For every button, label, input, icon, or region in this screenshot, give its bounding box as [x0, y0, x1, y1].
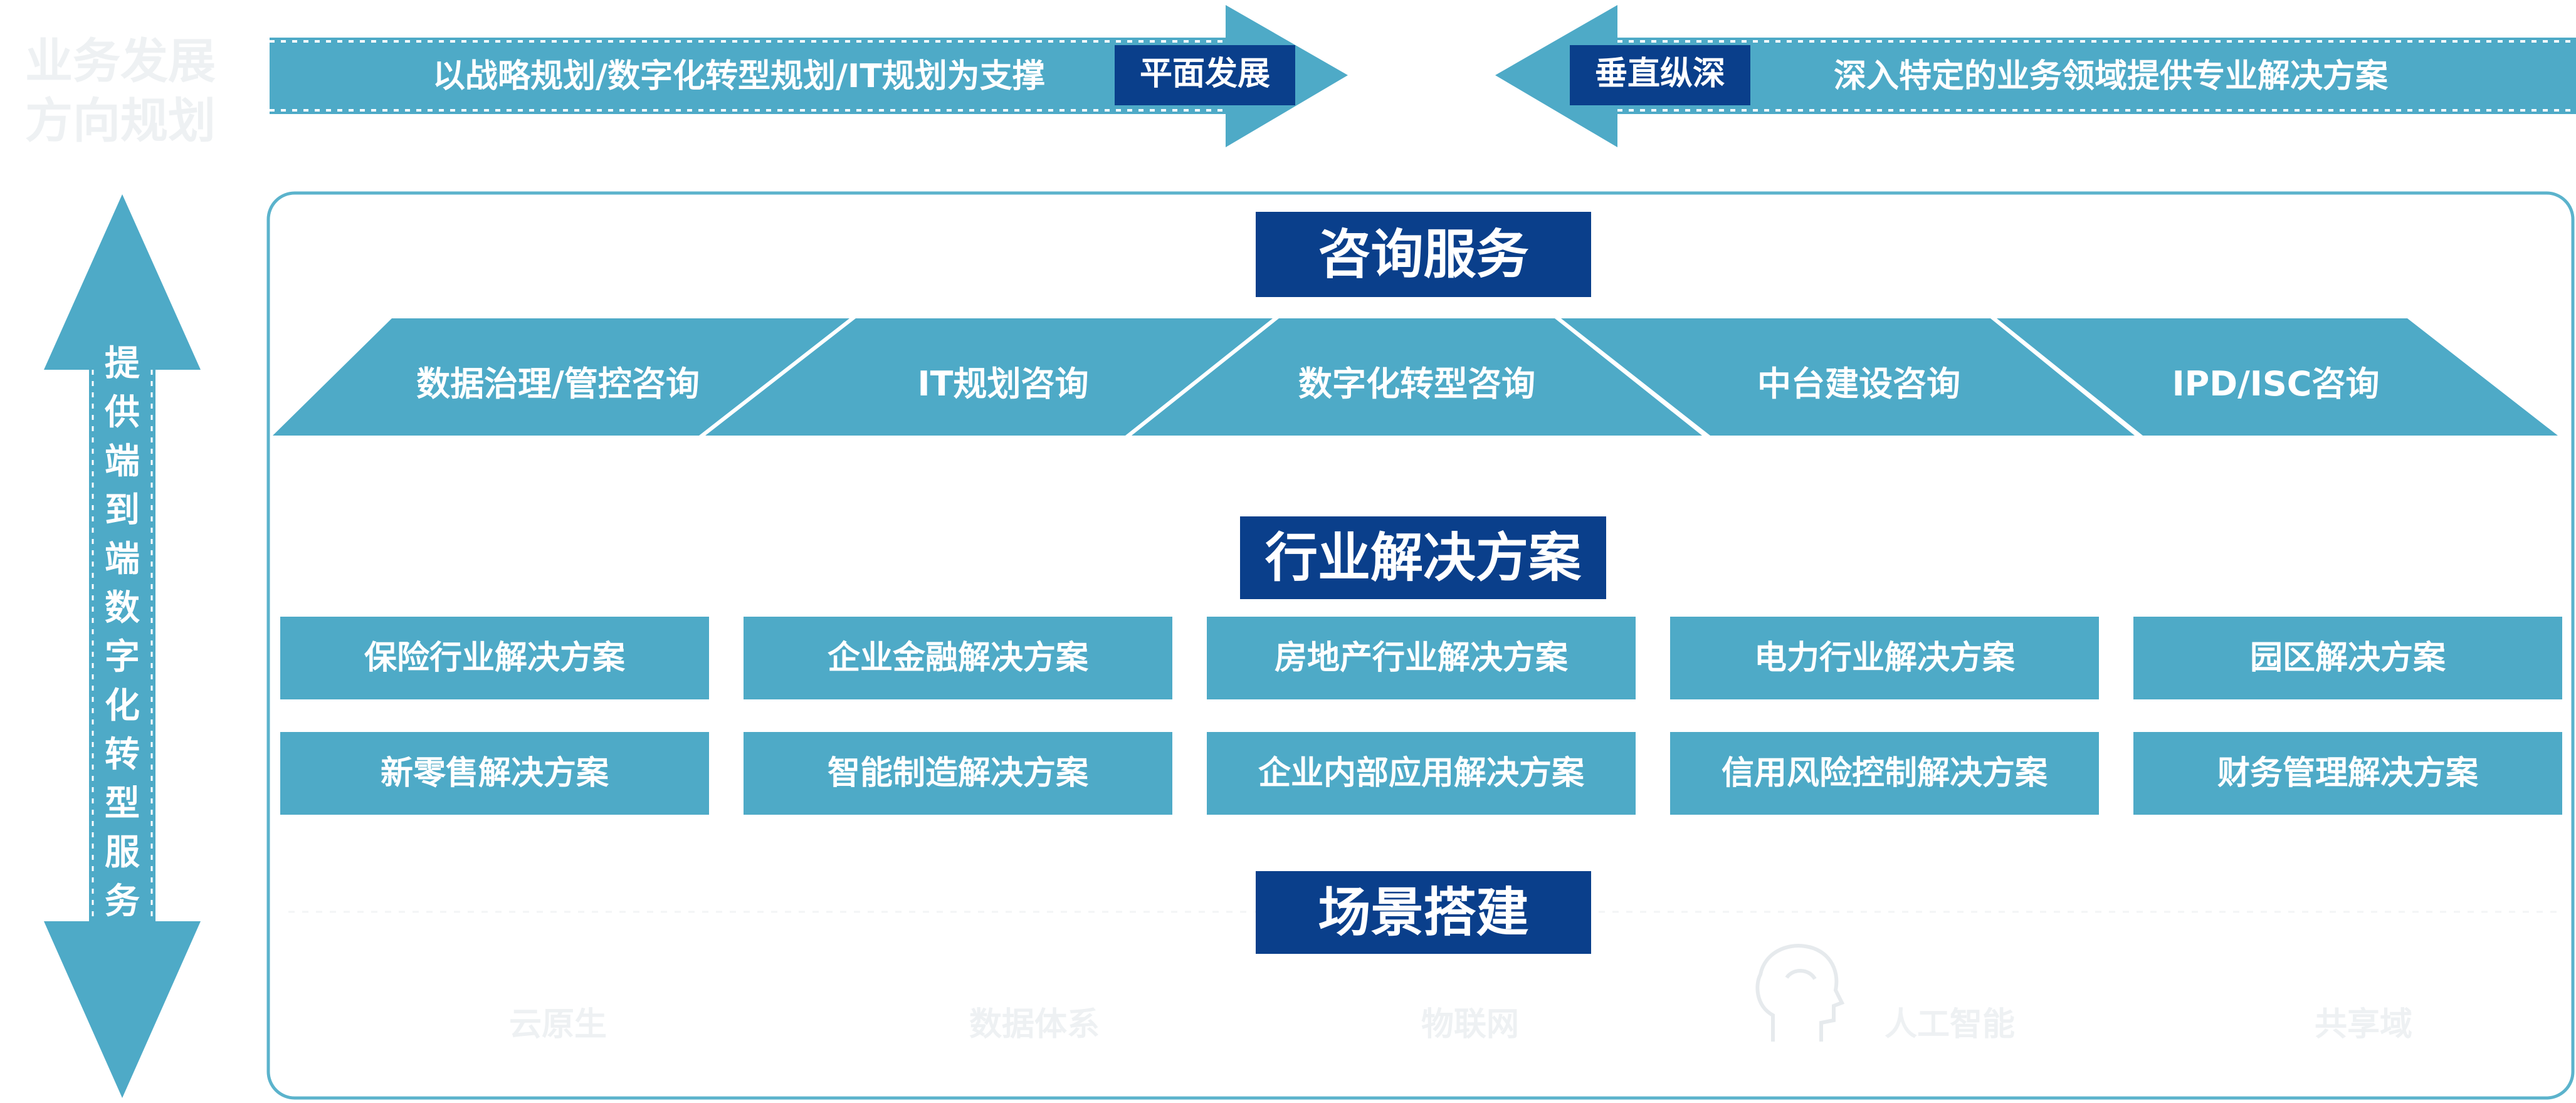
scenario-cloud-native: 云原生	[508, 1006, 607, 1043]
consulting-item-ipd-isc: IPD/ISC咨询	[2172, 364, 2380, 404]
solution-internal-apps: 企业内部应用解决方案	[1207, 732, 1636, 815]
consulting-item-middle-platform: 中台建设咨询	[1757, 364, 1960, 404]
solution-insurance: 保险行业解决方案	[280, 617, 709, 699]
vertical-depth-tag: 垂直纵深	[1570, 45, 1750, 105]
direction-title: 业务发展 方向规划	[25, 31, 226, 150]
main-container	[266, 191, 2575, 1100]
consulting-section-title: 咨询服务	[1256, 212, 1591, 297]
head-outline-icon	[1755, 944, 1845, 1042]
consulting-band-5	[1997, 318, 2558, 436]
solution-smart-manufacturing: 智能制造解决方案	[744, 732, 1172, 815]
solution-enterprise-finance: 企业金融解决方案	[744, 617, 1172, 699]
consulting-band-2	[705, 318, 1273, 436]
solution-real-estate: 房地产行业解决方案	[1207, 617, 1636, 699]
solution-new-retail: 新零售解决方案	[280, 732, 709, 815]
consulting-item-it-planning: IT规划咨询	[917, 364, 1089, 404]
solution-financial-management: 财务管理解决方案	[2133, 732, 2562, 815]
scenario-iot: 物联网	[1421, 1006, 1519, 1043]
consulting-band-4	[1561, 318, 2135, 436]
horizontal-development-tag: 平面发展	[1115, 45, 1295, 105]
end-to-end-double-arrow	[44, 194, 201, 1098]
solution-park: 园区解决方案	[2133, 617, 2562, 699]
vertical-arrow-text: 深入特定的业务领域提供专业解决方案	[1834, 58, 2389, 95]
direction-title-line2: 方向规划	[25, 93, 216, 149]
horizontal-arrow-text: 以战略规划/数字化转型规划/IT规划为支撑	[433, 58, 1045, 95]
solution-power: 电力行业解决方案	[1670, 617, 2099, 699]
end-to-end-text: 提 供 端 到 端 数 字 化 转 型 服 务	[105, 343, 140, 922]
scenarios-section-title: 场景搭建	[1256, 871, 1591, 954]
horizontal-development-arrow	[270, 5, 1348, 147]
consulting-item-digital-transformation: 数字化转型咨询	[1298, 364, 1535, 404]
solution-credit-risk: 信用风险控制解决方案	[1670, 732, 2099, 815]
consulting-band-3	[1132, 318, 1702, 436]
direction-title-line1: 业务发展	[25, 33, 216, 89]
solutions-section-title: 行业解决方案	[1240, 516, 1606, 599]
scenario-data-system: 数据体系	[969, 1006, 1100, 1043]
consulting-band-1	[273, 318, 849, 436]
scenario-ai: 人工智能	[1884, 1006, 2015, 1043]
consulting-item-data-governance: 数据治理/管控咨询	[416, 364, 700, 404]
scenario-shared-domain: 共享域	[2314, 1006, 2412, 1043]
